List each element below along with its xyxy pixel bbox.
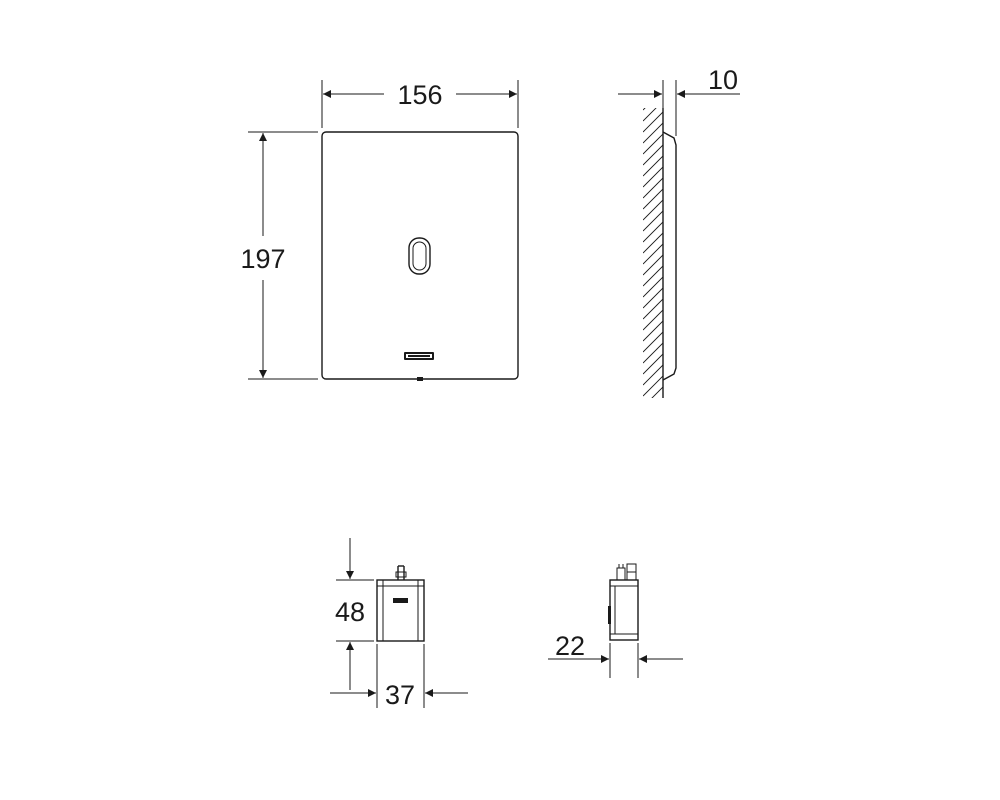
hatch-line [643, 375, 663, 397]
module-body [376, 579, 425, 642]
bottom-notch-mark [417, 377, 423, 381]
dimension-module-width: 37 [330, 644, 468, 710]
height-label: 197 [240, 244, 285, 274]
hatch-line [643, 210, 663, 232]
hatch-line [643, 287, 663, 309]
module-side-connector [616, 563, 637, 581]
dimension-depth: 10 [618, 65, 740, 136]
hatch-line [643, 254, 663, 276]
hatch-line [643, 243, 663, 265]
hatch-line [643, 298, 663, 320]
hatch-line [643, 133, 663, 155]
hatch-line [643, 309, 663, 331]
hatch-line [643, 111, 663, 133]
wall-hatching [643, 108, 663, 440]
hatch-line [643, 108, 657, 122]
dimension-width: 156 [321, 80, 519, 128]
hatch-line [643, 265, 663, 287]
width-label: 156 [397, 80, 442, 110]
hatch-line [643, 409, 663, 429]
module-depth-label: 22 [555, 631, 585, 661]
hatch-line [643, 155, 663, 177]
front-view: 156 197 [240, 80, 519, 381]
sensor-window-outer [408, 237, 431, 275]
hatch-line [643, 331, 663, 353]
sensor-window-inner [412, 241, 427, 271]
module-side-clip [608, 606, 611, 624]
module-connector [395, 565, 407, 580]
brand-logo-icon [404, 352, 434, 360]
hatch-line [643, 177, 663, 199]
module-side-view: 22 [548, 563, 683, 678]
dimension-module-height: 48 [335, 538, 374, 690]
hatch-line [643, 353, 663, 375]
plate-profile [662, 131, 677, 381]
module-front-view: 48 37 [330, 538, 468, 710]
hatch-line [643, 108, 646, 111]
hatch-line [651, 386, 663, 398]
side-view: 10 [618, 65, 740, 440]
depth-label: 10 [708, 65, 738, 95]
hatch-line [643, 364, 663, 386]
hatch-line [643, 320, 663, 342]
hatch-line [643, 232, 663, 254]
dimension-height: 197 [240, 131, 318, 380]
hatch-line [643, 122, 663, 144]
hatch-line [643, 166, 663, 188]
hatch-line [643, 188, 663, 210]
module-logo-icon [393, 598, 408, 603]
flush-plate-outline [321, 131, 519, 380]
module-width-label: 37 [385, 680, 415, 710]
hatch-line [643, 342, 663, 364]
module-height-label: 48 [335, 597, 365, 627]
hatch-line [662, 397, 663, 398]
module-side-body [609, 579, 639, 641]
hatch-line [643, 199, 663, 221]
dimension-module-depth: 22 [548, 631, 683, 678]
hatch-line [643, 276, 663, 298]
hatch-line [643, 144, 663, 166]
hatch-line [643, 420, 663, 440]
hatch-line [643, 221, 663, 243]
